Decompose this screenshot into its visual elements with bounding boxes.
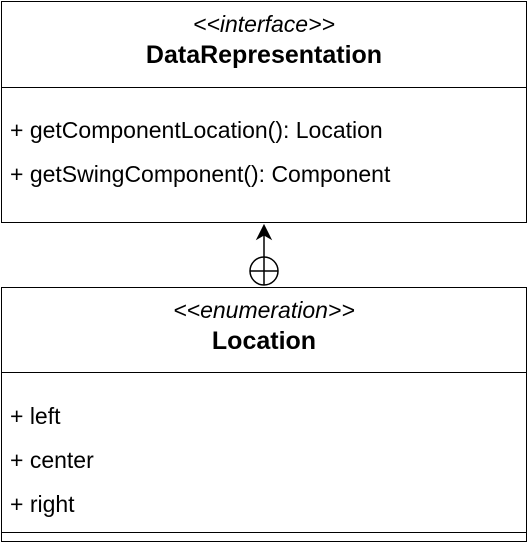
enumeration-literal: + right <box>10 491 75 517</box>
interface-method-list: + getComponentLocation(): Location + get… <box>10 108 518 196</box>
enumeration-class-name: Location <box>211 327 317 355</box>
interface-method: + getComponentLocation(): Location <box>10 117 383 143</box>
interface-class-header: <<interface>> DataRepresentation <box>2 2 526 88</box>
enumeration-literal-list: + left + center + right <box>10 394 518 526</box>
arrowhead-icon <box>255 223 273 241</box>
interface-stereotype: <<interface>> <box>193 11 335 37</box>
enumeration-header-divider <box>2 372 526 373</box>
interface-header-divider <box>2 87 526 88</box>
enumeration-literal: + center <box>10 447 94 473</box>
enumeration-operations-divider <box>2 532 526 533</box>
interface-class-name: DataRepresentation <box>145 41 383 69</box>
enumeration-literal: + left <box>10 403 61 429</box>
containment-circle-icon <box>249 256 279 286</box>
interface-method: + getSwingComponent(): Component <box>10 161 391 187</box>
enumeration-stereotype: <<enumeration>> <box>173 297 355 323</box>
enumeration-class-header: <<enumeration>> Location <box>2 288 526 373</box>
interface-class-box[interactable]: <<interface>> DataRepresentation + getCo… <box>1 1 527 223</box>
enumeration-class-box[interactable]: <<enumeration>> Location + left + center… <box>1 287 527 542</box>
